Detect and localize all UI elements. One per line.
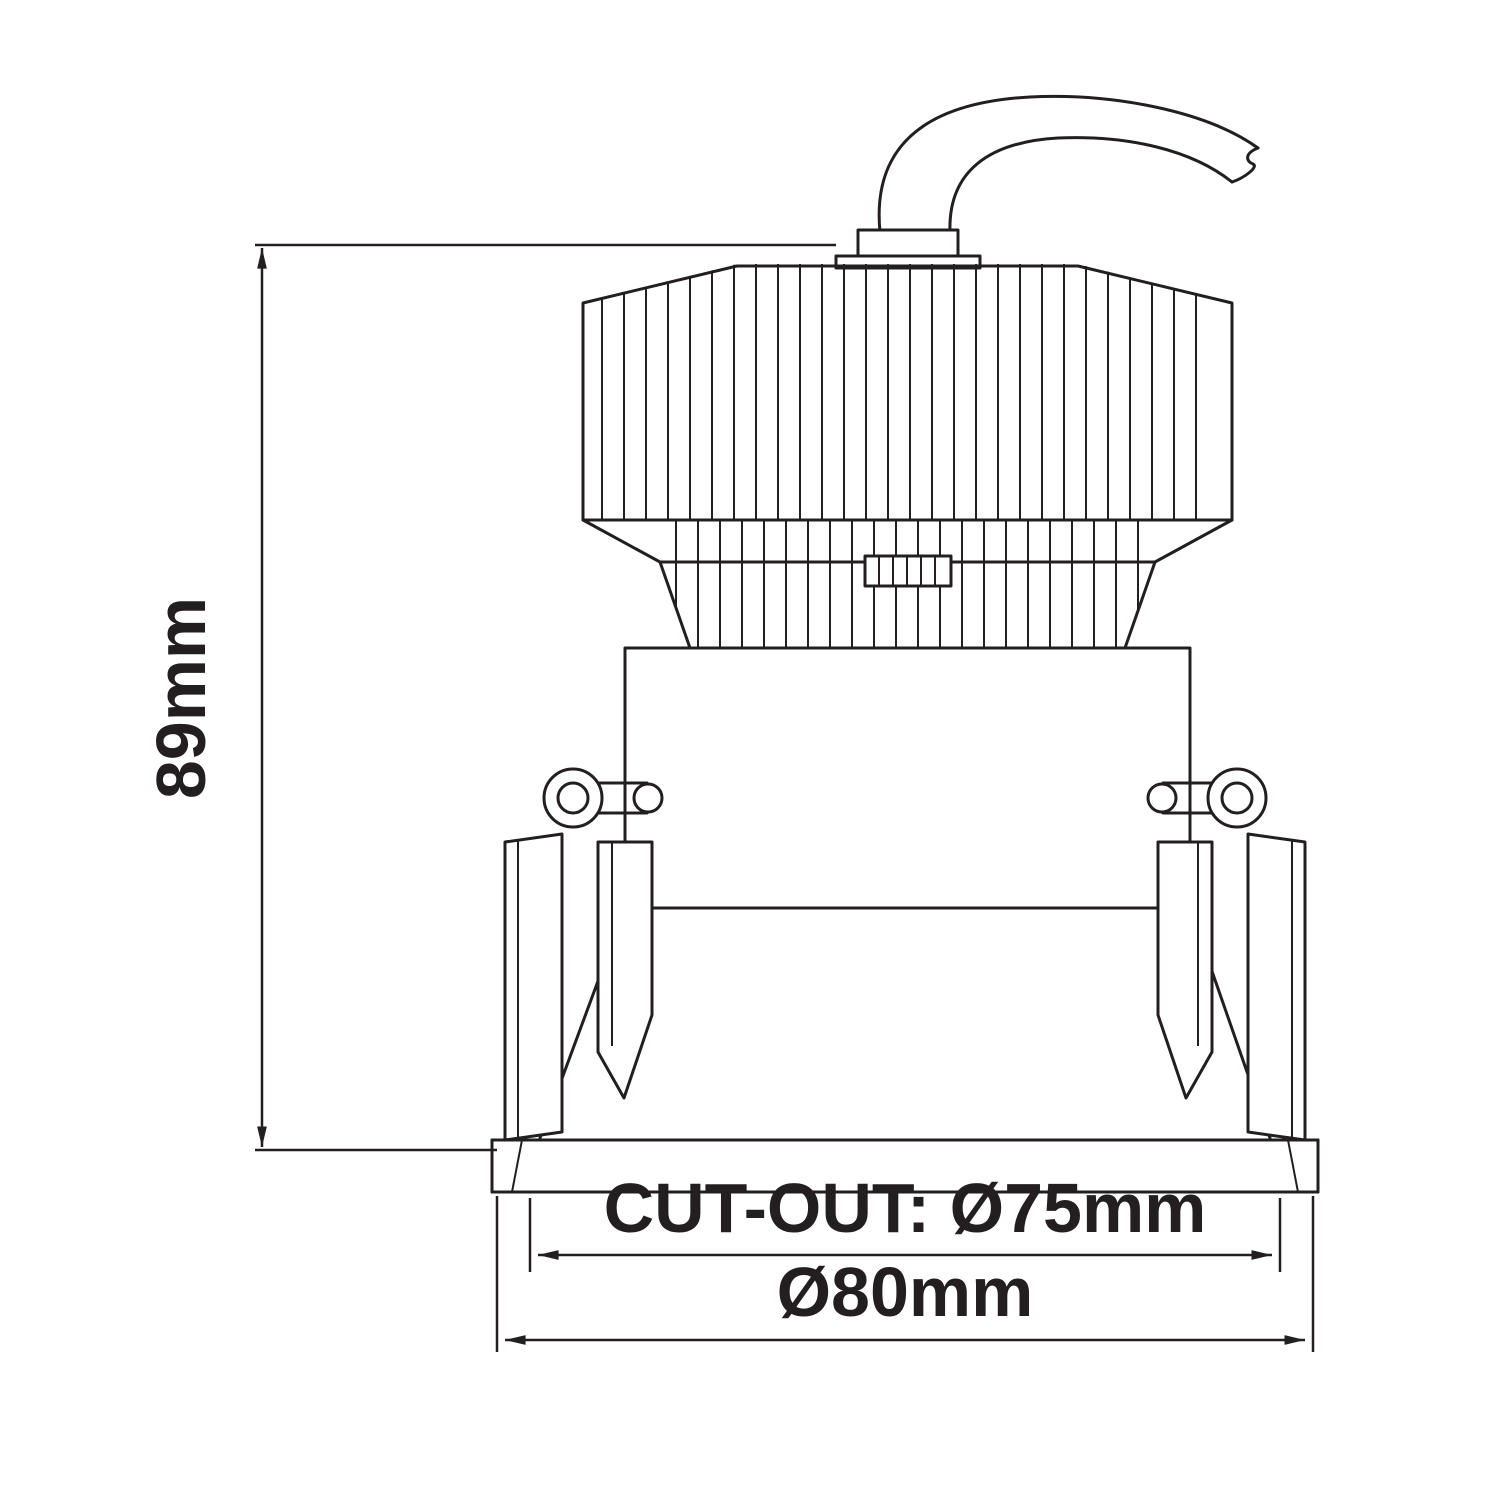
- lamp-body: [623, 646, 1192, 910]
- trim-ring: [490, 1138, 1320, 1194]
- height-label: 89mm: [142, 597, 220, 799]
- outer-diameter-dimension: Ø80mm: [495, 1196, 1315, 1352]
- heatsink-fins: [601, 264, 1197, 648]
- cutout-label: CUT-OUT: Ø75mm: [604, 1169, 1207, 1247]
- height-dimension: 89mm: [142, 243, 836, 1152]
- center-hub: [863, 554, 953, 588]
- outer-diameter-label: Ø80mm: [777, 1253, 1034, 1331]
- heatsink: [581, 264, 1234, 650]
- power-cable: [877, 94, 1260, 234]
- spring-clip-left: [503, 767, 664, 1142]
- cable-gland: [834, 228, 982, 270]
- cutout-dimension: CUT-OUT: Ø75mm: [528, 1169, 1282, 1272]
